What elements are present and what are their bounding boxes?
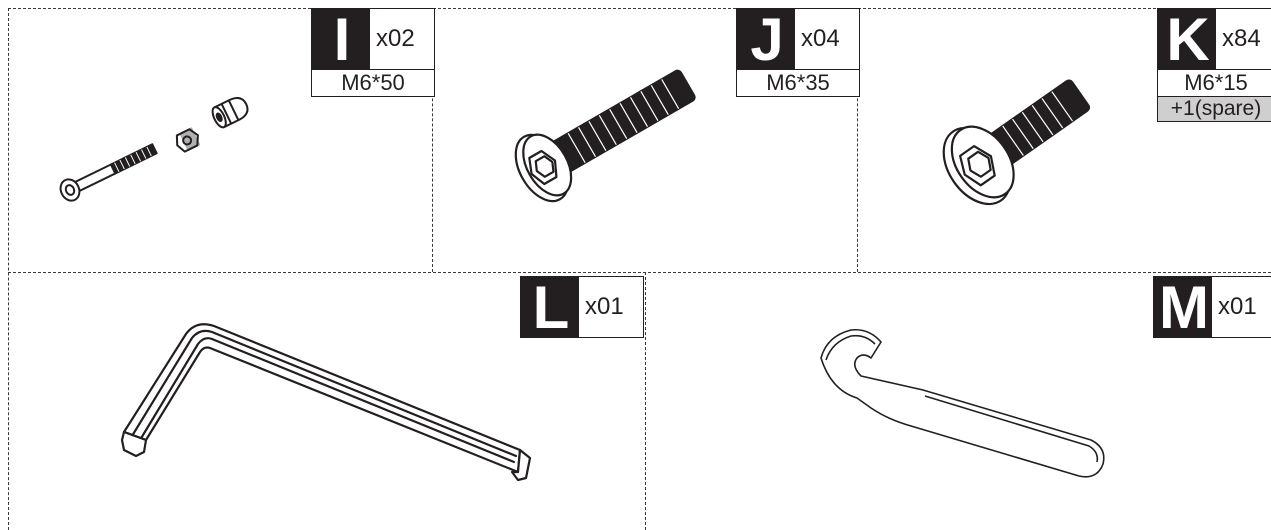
part-cell-l: L x01	[8, 272, 645, 530]
divider-col-2	[857, 8, 858, 272]
open-end-wrench-icon	[820, 328, 1105, 478]
button-head-bolt-icon	[514, 69, 696, 203]
part-quantity: x01	[1212, 277, 1271, 337]
part-tag-i: I x02 M6*50	[311, 8, 435, 97]
short-button-head-bolt-icon	[942, 79, 1091, 206]
divider-col-1	[432, 8, 433, 272]
part-spec: M6*50	[311, 70, 435, 97]
part-letter: M	[1154, 277, 1212, 339]
divider-left	[8, 8, 9, 530]
part-cell-k: K x84 M6*15 +1(spare)	[857, 8, 1271, 272]
part-spec: M6*35	[736, 70, 860, 97]
part-letter: J	[737, 9, 795, 71]
part-cell-j: J x04 M6*35	[432, 8, 860, 272]
divider-col-bottom	[645, 272, 646, 530]
divider-middle	[8, 272, 1271, 273]
part-tag-m: M x01	[1153, 276, 1271, 339]
part-spec: M6*15	[1157, 70, 1271, 97]
part-cell-i: I x02 M6*50	[8, 8, 435, 272]
part-spare-note: +1(spare)	[1157, 97, 1271, 122]
part-tag-k: K x84 M6*15 +1(spare)	[1157, 8, 1271, 122]
part-letter: K	[1158, 9, 1216, 71]
part-tag-j: J x04 M6*35	[736, 8, 860, 97]
part-quantity: x04	[795, 9, 859, 69]
part-letter: I	[312, 9, 370, 71]
divider-top	[8, 8, 1271, 9]
part-tag-l: L x01	[520, 276, 644, 339]
bolt-with-nuts-icon	[59, 97, 249, 202]
part-quantity: x01	[579, 277, 643, 337]
part-quantity: x84	[1216, 9, 1271, 69]
part-cell-m: M x01	[645, 272, 1271, 530]
part-quantity: x02	[370, 9, 434, 69]
allen-key-icon	[120, 323, 532, 482]
part-letter: L	[521, 277, 579, 339]
